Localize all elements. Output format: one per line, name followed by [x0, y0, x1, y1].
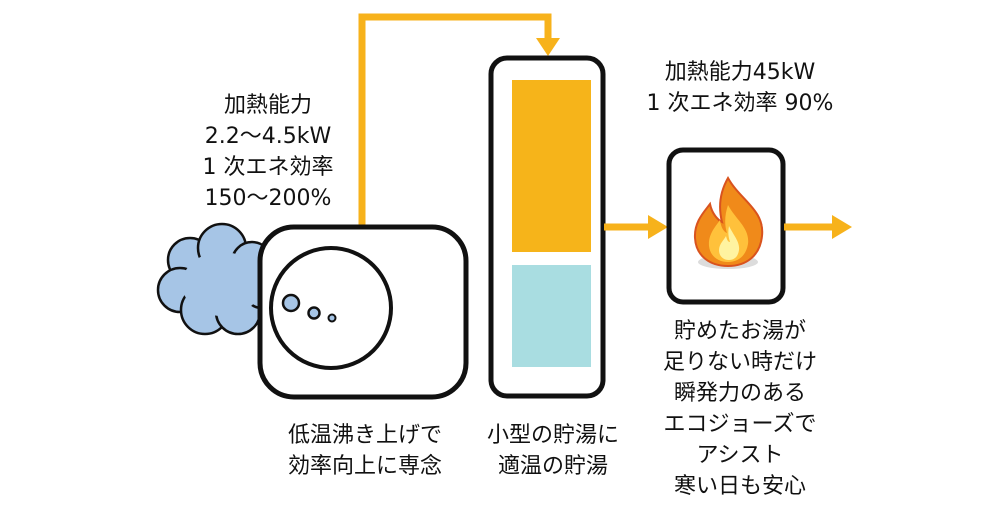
tank-to-boiler-arrowhead — [648, 215, 668, 239]
boiler-caption-line: 貯めたお湯が — [673, 319, 806, 344]
heat-pump-spec-line: 150〜200% — [204, 186, 332, 211]
flame-icon — [693, 175, 764, 269]
bubble-medium — [307, 306, 321, 320]
bubble-small — [327, 313, 337, 323]
boiler-caption-line: アシスト — [696, 443, 784, 468]
boiler-caption: 貯めたお湯が 足りない時だけ 瞬発力のある エコジョーズで アシスト 寒い日も安… — [625, 316, 855, 502]
bubble-large — [281, 293, 301, 313]
tank-caption-line: 適温の貯湯 — [497, 454, 608, 479]
boiler-caption-line: 寒い日も安心 — [673, 474, 806, 499]
heat-pump-caption-line: 効率向上に専念 — [287, 454, 442, 479]
supply-pipe-arrowhead — [536, 38, 560, 56]
tank-hot-layer — [512, 80, 591, 252]
boiler-caption-line: 足りない時だけ — [662, 350, 817, 375]
tank-warm-layer — [512, 265, 591, 367]
output-arrowhead — [832, 215, 852, 239]
supply-pipe — [358, 13, 552, 228]
heat-pump-caption-line: 低温沸き上げで — [287, 423, 442, 448]
boiler-caption-line: エコジョーズで — [663, 412, 817, 437]
heat-pump-spec: 加熱能力 2.2〜4.5kW 1 次エネ効率 150〜200% — [168, 90, 368, 214]
boiler-spec-line: 加熱能力45kW — [664, 60, 816, 85]
boiler-spec-line: 1 次エネ効率 90% — [646, 91, 834, 116]
heat-pump-fan — [269, 246, 393, 370]
tank-caption-line: 小型の貯湯に — [486, 423, 619, 448]
heat-pump-spec-line: 2.2〜4.5kW — [204, 124, 332, 149]
heat-pump-spec-line: 1 次エネ効率 — [202, 155, 334, 180]
tank-caption: 小型の貯湯に 適温の貯湯 — [478, 420, 628, 482]
boiler-caption-line: 瞬発力のある — [673, 381, 806, 406]
boiler-spec: 加熱能力45kW 1 次エネ効率 90% — [630, 57, 850, 119]
heat-pump-caption: 低温沸き上げで 効率向上に専念 — [250, 420, 480, 482]
heat-pump-spec-line: 加熱能力 — [223, 93, 312, 118]
